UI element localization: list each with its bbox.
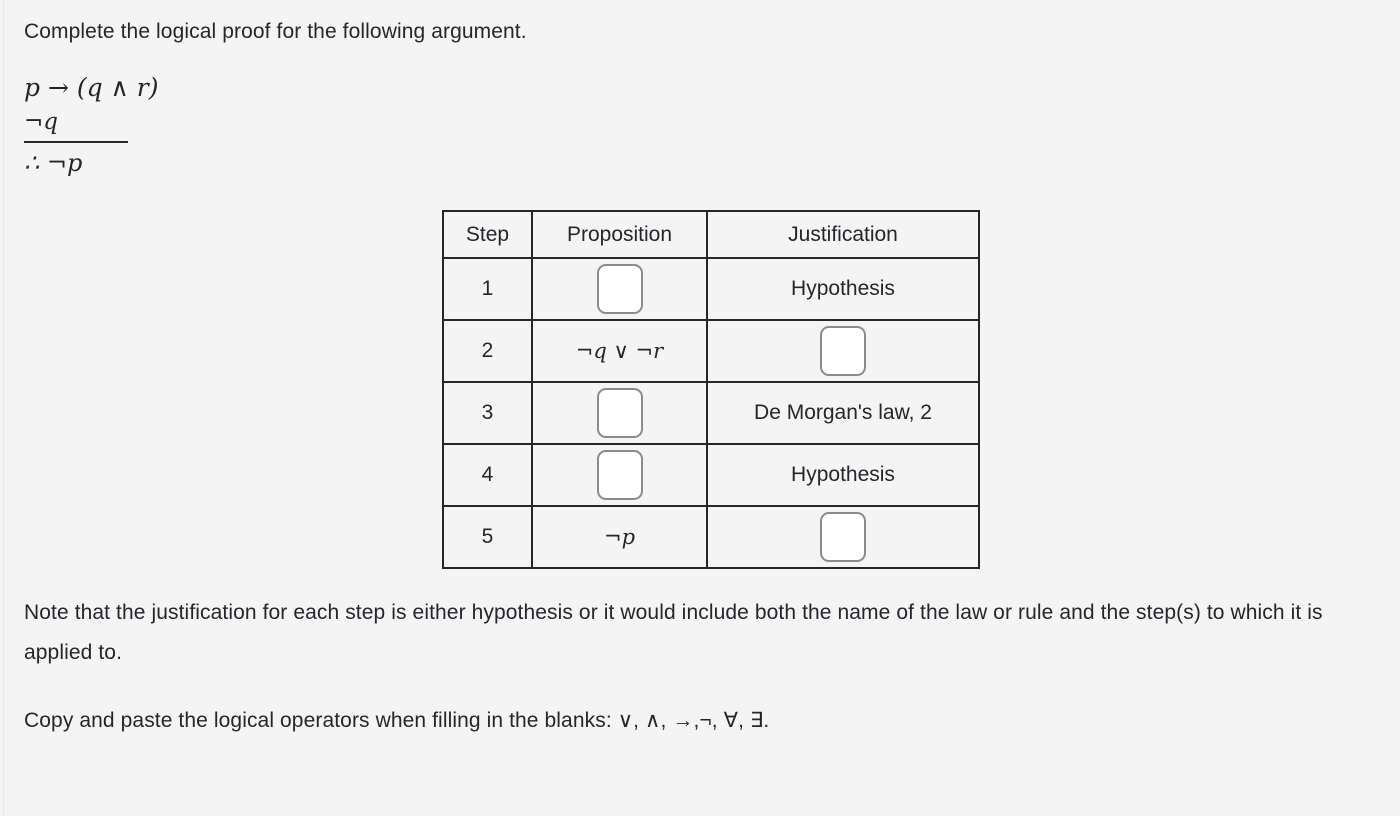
step-number: 1: [442, 257, 533, 321]
operators-note: Copy and paste the logical operators whe…: [24, 701, 1372, 741]
exercise-prompt: Complete the logical proof for the follo…: [24, 20, 527, 43]
proposition-input-step-4[interactable]: [596, 450, 643, 500]
justification-input-step-2[interactable]: [820, 326, 866, 376]
proof-table: Step Proposition Justification 1 Hypothe…: [442, 210, 980, 569]
justification-cell: Hypothesis: [706, 443, 980, 507]
justification-note: Note that the justification for each ste…: [24, 601, 1323, 664]
table-row: 2 ¬q ∨ ¬r: [442, 319, 980, 383]
proposition-input-step-1[interactable]: [596, 264, 643, 314]
exercise-content: Complete the logical proof for the follo…: [24, 20, 1376, 741]
proof-table-body: 1 Hypothesis 2 ¬q ∨ ¬r 3: [442, 257, 980, 569]
argument-premise-2-row: ¬q: [24, 104, 1376, 143]
proposition-cell: [531, 443, 708, 507]
column-header-proposition: Proposition: [531, 210, 708, 259]
table-row: 5 ¬p: [442, 505, 980, 569]
argument-premise-1: p → (q ∧ r): [24, 73, 159, 102]
proposition-input-step-3[interactable]: [596, 388, 643, 438]
table-row: 4 Hypothesis: [442, 443, 980, 507]
proposition-cell: [531, 257, 708, 321]
page-left-edge-rule: [3, 0, 4, 816]
column-header-step: Step: [442, 210, 533, 259]
argument-premise-2: ¬q: [24, 107, 128, 143]
proof-table-header-row: Step Proposition Justification: [442, 210, 980, 259]
justification-cell: [706, 319, 980, 383]
justification-cell: De Morgan's law, 2: [706, 381, 980, 445]
justification-cell: [706, 505, 980, 569]
step-number: 4: [442, 443, 533, 507]
table-row: 1 Hypothesis: [442, 257, 980, 321]
table-row: 3 De Morgan's law, 2: [442, 381, 980, 445]
step-number: 5: [442, 505, 533, 569]
step-number: 3: [442, 381, 533, 445]
operators-note-prefix: Copy and paste the logical operators whe…: [24, 709, 618, 732]
argument-conclusion: ∴ ¬p: [24, 149, 83, 177]
logical-operators-list: ∨, ∧, →,¬, ∀, ∃.: [617, 709, 770, 732]
proposition-cell: [531, 381, 708, 445]
proposition-cell: ¬q ∨ ¬r: [531, 319, 708, 383]
proof-table-wrapper: Step Proposition Justification 1 Hypothe…: [24, 210, 1376, 569]
proposition-cell: ¬p: [531, 505, 708, 569]
step-number: 2: [442, 319, 533, 383]
justification-input-step-5[interactable]: [820, 512, 866, 562]
justification-cell: Hypothesis: [706, 257, 980, 321]
argument-block: p → (q ∧ r) ¬q ∴ ¬p: [24, 71, 1376, 180]
column-header-justification: Justification: [706, 210, 980, 259]
